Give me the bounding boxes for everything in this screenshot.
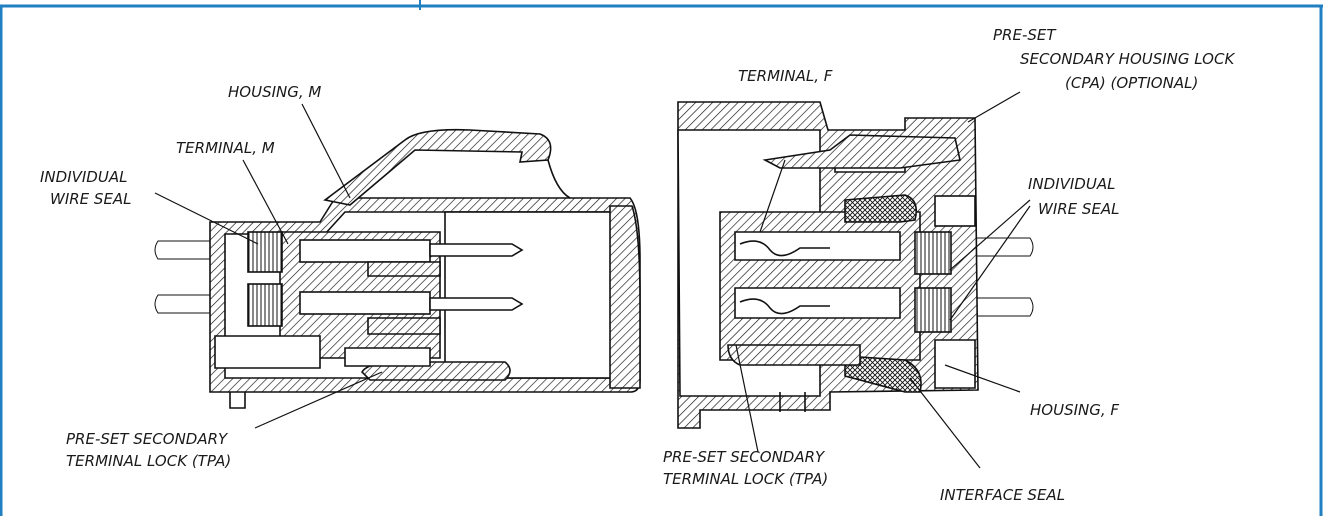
label-tpa-m-2: TERMINAL LOCK (TPA) (66, 452, 231, 470)
tpa-f (727, 344, 861, 366)
label-terminal-m: TERMINAL, M (176, 139, 275, 157)
label-interface-seal: INTERFACE SEAL (940, 486, 1065, 504)
label-cpa-3: (CPA) (OPTIONAL) (1065, 74, 1198, 92)
label-tpa-m-1: PRE-SET SECONDARY (66, 430, 229, 448)
label-housing-m: HOUSING, M (228, 83, 321, 101)
label-cpa-2: SECONDARY HOUSING LOCK (1020, 50, 1235, 68)
wire-seal-upper-m (247, 231, 283, 273)
labels: HOUSING, M TERMINAL, M INDIVIDUAL WIRE S… (40, 26, 1235, 504)
label-wire-seal-m-2: WIRE SEAL (50, 190, 132, 208)
wire-seal-lower-m (247, 283, 283, 327)
leaders-left (154, 103, 383, 429)
label-wire-seal-m-1: INDIVIDUAL (40, 168, 127, 186)
female-connector (677, 101, 1034, 429)
male-connector (154, 128, 641, 409)
wire-seal-upper-f (914, 231, 952, 275)
label-terminal-f: TERMINAL, F (738, 67, 833, 85)
label-tpa-f-1: PRE-SET SECONDARY (663, 448, 826, 466)
interface-seal-f (844, 194, 918, 223)
latch-arm (323, 128, 552, 206)
label-tpa-f-2: TERMINAL LOCK (TPA) (663, 470, 828, 488)
wire-seal-lower-f (914, 287, 952, 333)
label-wire-seal-f-2: WIRE SEAL (1038, 200, 1120, 218)
label-cpa-1: PRE-SET (993, 26, 1057, 44)
label-housing-f: HOUSING, F (1030, 401, 1119, 419)
label-wire-seal-f-1: INDIVIDUAL (1028, 175, 1115, 193)
leaders-right (735, 91, 1031, 469)
cpa-f (762, 134, 961, 169)
